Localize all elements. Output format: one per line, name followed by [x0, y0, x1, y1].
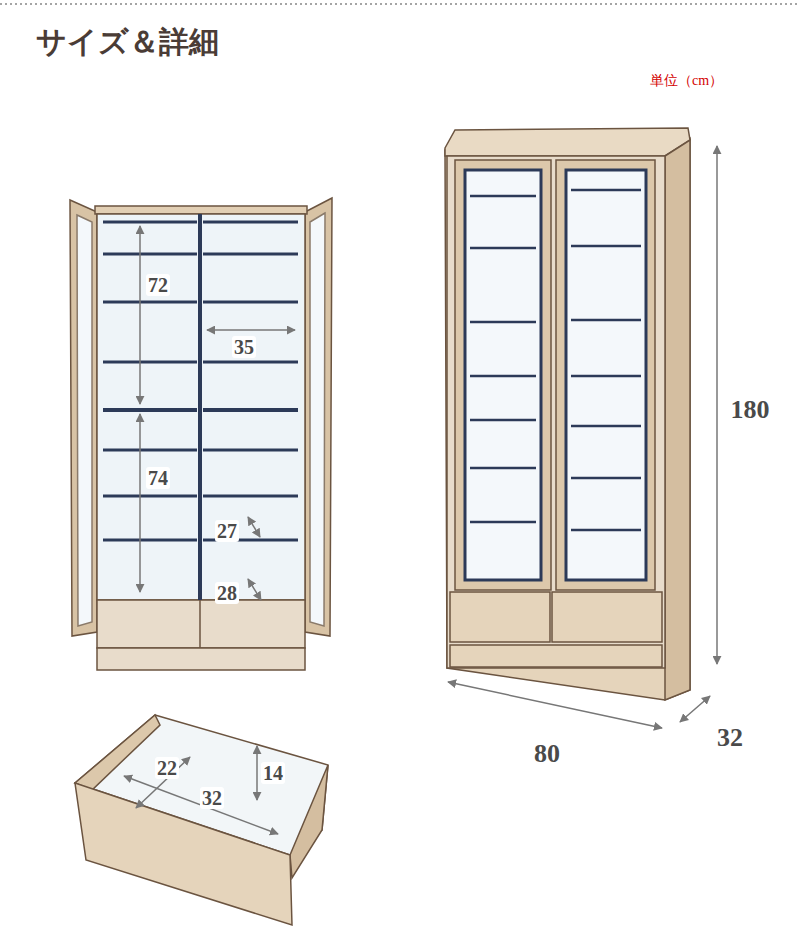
dimension-label: 74 [146, 467, 170, 489]
page-title: サイズ＆詳細 [36, 22, 219, 63]
dimension-label: 28 [215, 582, 239, 604]
dimension-label: 14 [261, 762, 285, 784]
dimension-label: 35 [232, 336, 256, 358]
unit-note: 単位（cm） [650, 72, 723, 90]
dimension-label: 80 [532, 740, 562, 769]
dimension-label: 32 [200, 787, 224, 809]
dimension-label: 27 [215, 520, 239, 542]
dimension-label: 22 [155, 757, 179, 779]
dimension-label: 72 [146, 274, 170, 296]
dimension-label: 180 [729, 396, 772, 425]
dimension-label: 32 [715, 724, 745, 753]
